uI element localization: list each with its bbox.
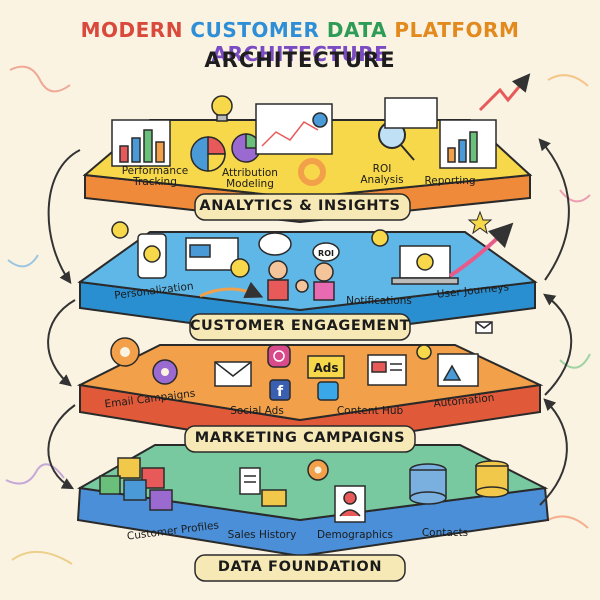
item-performance-tracking: Performance Tracking [110, 166, 200, 188]
facebook-letter: f [277, 384, 284, 400]
twitter-icon [317, 381, 339, 401]
layer-label-engagement: CUSTOMER ENGAGEMENT [189, 318, 411, 334]
item-contacts: Contacts [421, 527, 469, 539]
lightbulb-icon [211, 95, 233, 122]
ads-sign-icon [307, 355, 345, 379]
flow-arrows [47, 138, 573, 506]
item-line: ROI [372, 163, 392, 175]
title-word-2: CUSTOMER [190, 18, 320, 42]
bar-chart-icon [111, 119, 171, 167]
item-line: Modeling [226, 178, 274, 190]
database-icon [409, 460, 509, 505]
layer-label-foundation: DATA FOUNDATION [217, 559, 383, 575]
layer-label-marketing: MARKETING CAMPAIGNS [194, 430, 406, 446]
item-line: Reporting [424, 175, 476, 187]
browser-window-icon [185, 237, 239, 271]
lightbulb-icon [416, 344, 432, 360]
laptop-icon [391, 245, 459, 285]
item-line: Analysis [360, 174, 404, 186]
data-cubes-icon [99, 457, 173, 511]
layer-marketing-campaigns: f Ads [76, 321, 544, 453]
title-word-1: MODERN [80, 18, 183, 42]
item-sales-history: Sales History [227, 529, 297, 541]
item-line: Tracking [133, 176, 177, 188]
family-people-icon [267, 260, 335, 301]
gear-icon [307, 459, 329, 481]
layer-data-foundation [76, 444, 550, 582]
page-subtitle: ARCHITECTURE [204, 48, 396, 72]
decorative-scribbles [5, 65, 591, 565]
instagram-icon [267, 344, 291, 368]
item-demographics: Demographics [316, 529, 394, 541]
envelope-icon [214, 361, 252, 387]
layer-customer-engagement: ROI [77, 210, 538, 341]
layer-label-analytics: ANALYTICS & INSIGHTS [199, 198, 401, 214]
star-icon [467, 210, 493, 235]
page-title: MODERN CUSTOMER DATA PLATFORM ARCHITECTU… [0, 18, 600, 66]
trend-arrow-icon [478, 73, 531, 112]
envelope-icon [475, 321, 493, 334]
item-line: Performance [121, 165, 189, 177]
title-word-4: PLATFORM [394, 18, 520, 42]
content-window-icon [367, 354, 407, 386]
item-attribution-modeling: Attribution Modeling [210, 168, 290, 190]
chat-bubbles-icon [258, 232, 340, 262]
title-word-5: ARCHITECTURE [211, 42, 389, 66]
item-content-hub: Content Hub [336, 405, 404, 417]
item-reporting: Reporting [415, 176, 485, 187]
item-notifications: Notifications [346, 295, 412, 307]
smiley-icon [111, 221, 389, 278]
profile-card-icon [334, 485, 366, 523]
journey-arrow-icon [199, 281, 264, 299]
item-line: Attribution [222, 167, 278, 179]
title-word-3: DATA [326, 18, 387, 42]
report-window-icon [384, 97, 497, 169]
facebook-icon [269, 379, 291, 401]
phone-icon [137, 233, 167, 279]
automation-window-icon [437, 353, 479, 387]
gear-icon [110, 337, 178, 385]
item-social-ads: Social Ads [230, 405, 284, 417]
layer-analytics-insights [82, 73, 533, 224]
sales-documents-icon [239, 467, 287, 507]
item-roi-analysis: ROI Analysis [352, 164, 412, 186]
dashboard-window-icon [255, 103, 333, 155]
pie-chart-icon [190, 133, 261, 172]
growth-arrow-icon [448, 222, 514, 278]
donut-chart-icon [298, 158, 326, 186]
roi-bubble-label: ROI [318, 249, 334, 258]
ads-label: Ads [313, 361, 338, 375]
